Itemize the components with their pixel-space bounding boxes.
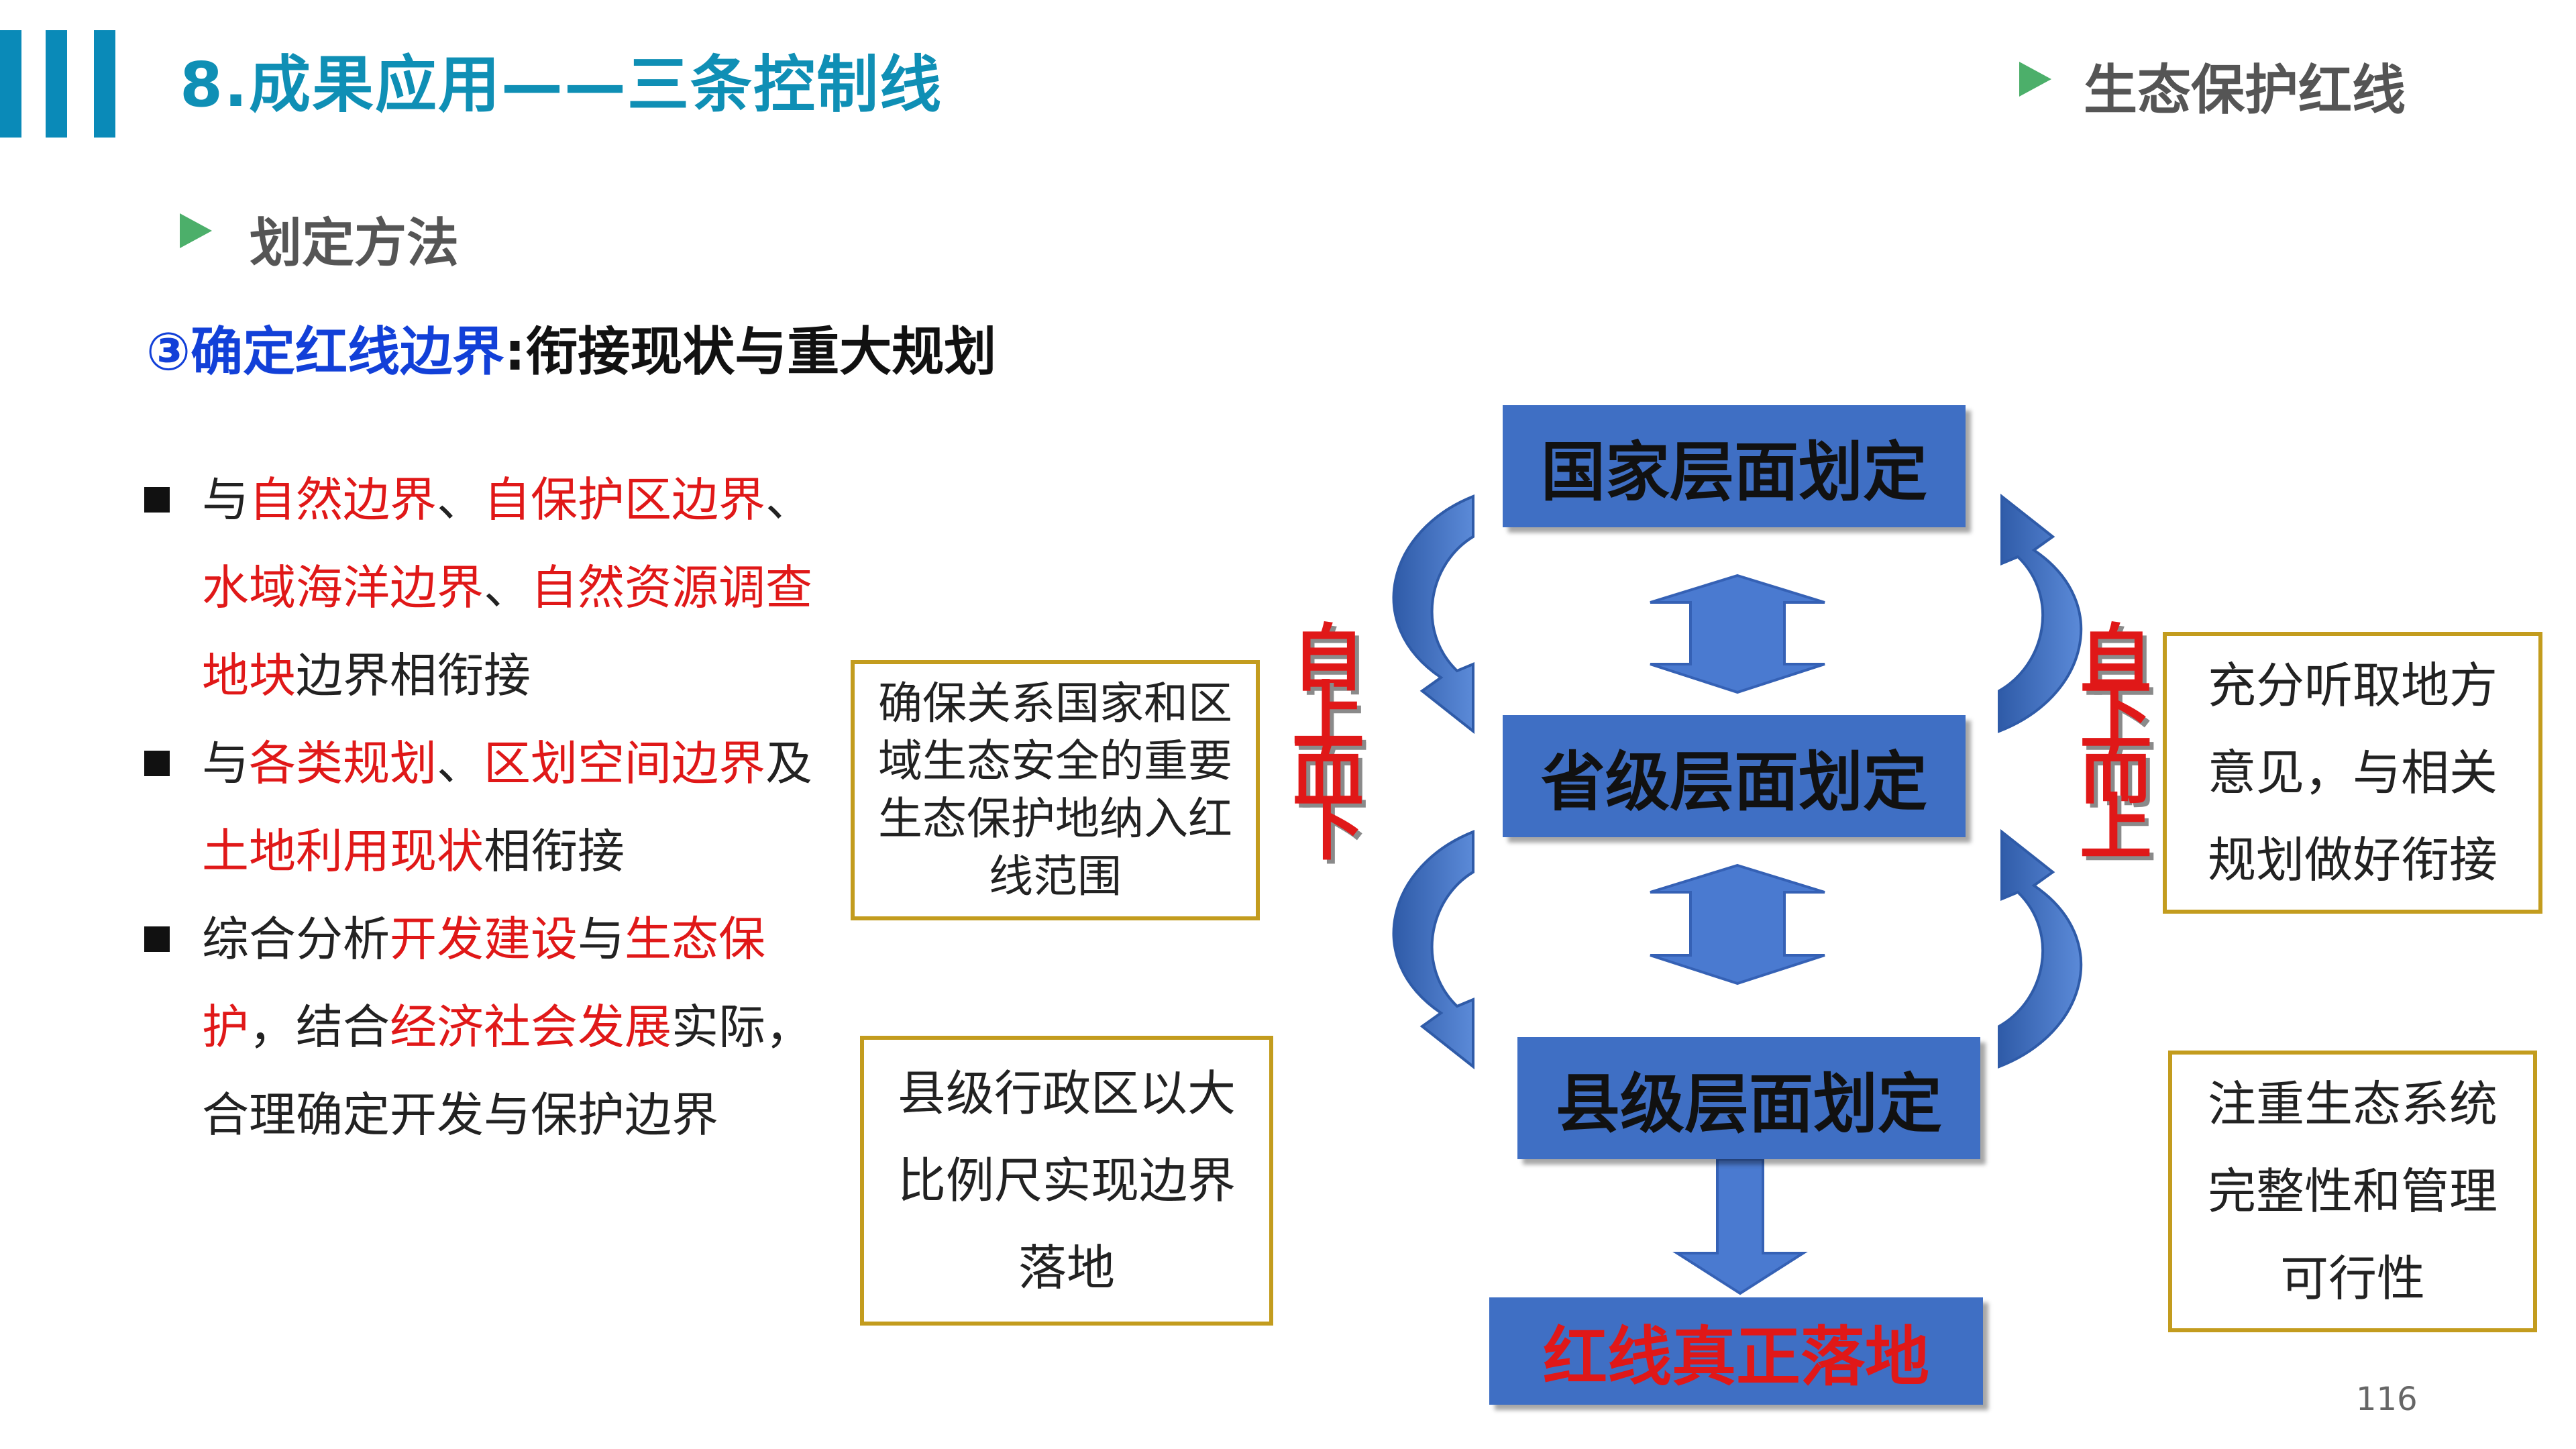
emphasis-text: 自然边界 xyxy=(249,472,437,527)
page-number: 116 xyxy=(2356,1381,2418,1418)
level-box-county: 县级层面划定 xyxy=(1517,1037,1980,1159)
subtitle-rest: :衔接现状与重大规划 xyxy=(504,322,997,382)
direction-char: 下 xyxy=(2079,673,2152,757)
triangle-bullet-icon xyxy=(180,213,212,248)
square-bullet-icon xyxy=(144,751,170,776)
emphasis-text: 区划空间边界 xyxy=(484,736,765,791)
bullet-text: 、 xyxy=(437,472,484,527)
emphasis-text: 水域海洋边界 xyxy=(202,560,484,615)
bullet-text: 与 xyxy=(202,472,249,527)
emphasis-text: 自保护区边界 xyxy=(484,472,765,527)
curved-arrow-up-icon xyxy=(1998,828,2083,1069)
emphasis-text: 土地利用现状 xyxy=(202,824,484,879)
level-label: 县级层面划定 xyxy=(1556,1065,1942,1142)
bullet-text: 、 xyxy=(765,472,812,527)
direction-top-down: 自上而下 xyxy=(1288,616,1368,870)
emphasis-text: 生态保护 xyxy=(202,912,765,1055)
bullet-text: 、 xyxy=(484,560,531,615)
direction-bottom-up: 自下而上 xyxy=(2076,616,2156,870)
note-box-right-top: 充分听取地方意见，与相关规划做好衔接 xyxy=(2163,632,2542,914)
level-label: 省级层面划定 xyxy=(1541,743,1927,820)
bullet-text: ，结合 xyxy=(249,1000,390,1055)
direction-char: 上 xyxy=(1291,673,1364,757)
square-bullet-icon xyxy=(144,487,170,513)
emphasis-text: 各类规划 xyxy=(249,736,437,791)
curved-arrow-up-icon xyxy=(1998,493,2083,733)
direction-char: 上 xyxy=(2079,786,2152,870)
bullet-text: 综合分析 xyxy=(202,912,390,967)
note-box-left-top: 确保关系国家和区域生态安全的重要生态保护地纳入红线范围 xyxy=(851,660,1260,920)
bullet-item: 与自然边界、自保护区边界、水域海洋边界、自然资源调查地块边界相衔接 xyxy=(144,456,815,720)
note-text: 县级行政区以大比例尺实现边界落地 xyxy=(897,1065,1236,1296)
section-label: 划定方法 xyxy=(250,213,460,274)
bullet-text: 与 xyxy=(578,912,625,967)
note-box-left-bottom: 县级行政区以大比例尺实现边界落地 xyxy=(860,1036,1273,1326)
double-arrow-icon xyxy=(1650,863,1825,985)
note-text: 确保关系国家和区域生态安全的重要生态保护地纳入红线范围 xyxy=(878,678,1232,902)
bullet-list: 与自然边界、自保护区边界、水域海洋边界、自然资源调查地块边界相衔接与各类规划、区… xyxy=(144,456,815,1159)
level-label: 国家层面划定 xyxy=(1541,433,1927,510)
direction-char: 自 xyxy=(2079,616,2152,701)
direction-char: 而 xyxy=(1291,729,1364,814)
subtitle: ③确定红线边界:衔接现状与重大规划 xyxy=(146,310,996,385)
down-arrow-icon xyxy=(1672,1158,1808,1295)
header-bar-3 xyxy=(94,30,115,138)
note-text: 注重生态系统完整性和管理可行性 xyxy=(2207,1076,2498,1307)
subtitle-marker: ③确定红线边界 xyxy=(146,322,505,382)
emphasis-text: 开发建设 xyxy=(390,912,578,967)
level-box-national: 国家层面划定 xyxy=(1503,405,1966,527)
bullet-item: 综合分析开发建设与生态保护，结合经济社会发展实际，合理确定开发与保护边界 xyxy=(144,896,815,1159)
square-bullet-icon xyxy=(144,926,170,952)
triangle-bullet-icon xyxy=(2019,62,2051,97)
bullet-item: 与各类规划、区划空间边界及土地利用现状相衔接 xyxy=(144,720,815,896)
bullet-text: 实际，合理确定开发与保护边界 xyxy=(202,1000,812,1142)
note-box-right-bottom: 注重生态系统完整性和管理可行性 xyxy=(2168,1051,2537,1332)
emphasis-text: 自然资源调查地块 xyxy=(202,560,812,703)
bullet-text: 边界相衔接 xyxy=(296,648,531,703)
result-label: 红线真正落地 xyxy=(1543,1318,1929,1395)
emphasis-text: 经济社会发展 xyxy=(390,1000,672,1055)
note-text: 充分听取地方意见，与相关规划做好衔接 xyxy=(2207,657,2498,888)
level-box-provincial: 省级层面划定 xyxy=(1503,715,1966,837)
result-box: 红线真正落地 xyxy=(1489,1297,1983,1405)
bullet-text: 与 xyxy=(202,736,249,791)
bullet-text: 及 xyxy=(765,736,812,791)
page-title: 8.成果应用——三条控制线 xyxy=(180,49,943,121)
bullet-text: 相衔接 xyxy=(484,824,625,879)
header-bar-1 xyxy=(0,30,21,138)
curved-arrow-down-icon xyxy=(1392,830,1474,1070)
bullet-text: 、 xyxy=(437,736,484,791)
double-arrow-icon xyxy=(1650,574,1825,694)
header-bar-2 xyxy=(46,30,67,138)
direction-char: 而 xyxy=(2079,729,2152,814)
topic-label: 生态保护红线 xyxy=(2084,59,2406,121)
curved-arrow-down-icon xyxy=(1392,494,1474,735)
direction-char: 自 xyxy=(1291,616,1364,701)
direction-char: 下 xyxy=(1291,786,1364,870)
